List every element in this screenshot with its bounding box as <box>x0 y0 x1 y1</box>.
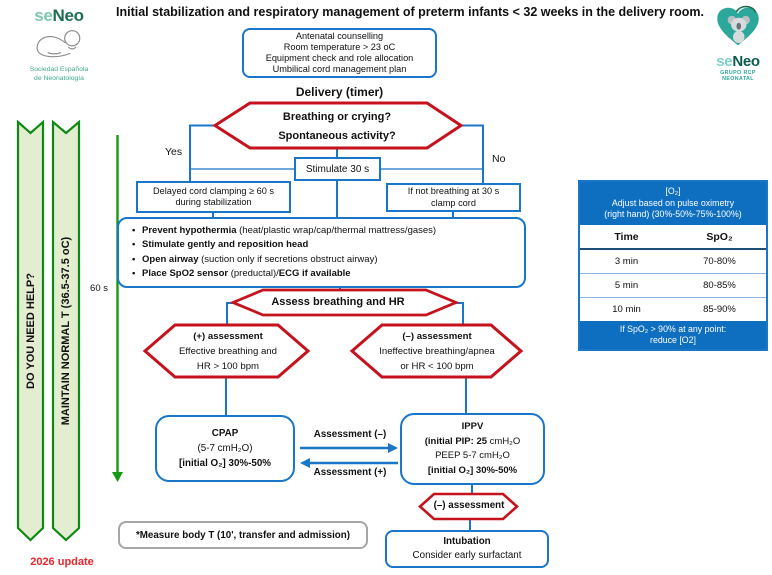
care-bullet: Place SpO2 sensor (preductal)/ECG if ava… <box>129 267 516 282</box>
seneo-rcp-wordmark: seNeo <box>716 53 760 70</box>
yes-branch-label: Yes <box>165 146 183 158</box>
plus-assessment-label: (+) assessment Effective breathing and H… <box>179 331 277 372</box>
timer-60s-label: 60 s <box>90 283 108 294</box>
help-ribbon-label: DO YOU NEED HELP? <box>25 273 37 389</box>
koala-heart-icon <box>717 5 759 46</box>
oxygen-table-column-headers: Time SpO₂ <box>580 225 766 250</box>
care-bullet: Open airway (suction only if secretions … <box>129 253 516 268</box>
assessment-neg-arrowhead-icon <box>388 443 398 453</box>
assessment-negative-arrow-label: Assessment (–) <box>313 429 387 440</box>
seneo-society-logo: seNeo Sociedad Española de Neonatología <box>8 6 110 83</box>
assess-hexagon-label: Assess breathing and HR <box>271 296 405 308</box>
oxygen-titration-table: [O₂] Adjust based on pulse oximetry (rig… <box>578 180 768 351</box>
rcp-group-subtitle: GRUPO RCP NEONATAL <box>720 70 756 82</box>
intubation-box: Intubation Consider early surfactant <box>385 530 549 568</box>
neg-assessment-small-label: (–) assessment <box>433 500 505 511</box>
seneo-rcp-logo: seNeo GRUPO RCP NEONATAL <box>706 4 770 82</box>
measure-temperature-note: *Measure body T (10', transfer and admis… <box>118 521 368 549</box>
delayed-cord-clamping-box: Delayed cord clamping ≥ 60 s during stab… <box>136 181 291 213</box>
breathing-hexagon-label: Breathing or crying? Spontaneous activit… <box>278 111 396 142</box>
update-note: 2026 update <box>30 556 94 568</box>
initial-care-box: Prevent hypothermia (heat/plastic wrap/c… <box>117 217 526 288</box>
oxygen-table-header: [O₂] Adjust based on pulse oximetry (rig… <box>580 182 766 225</box>
society-name: Sociedad Española de Neonatología <box>29 66 89 82</box>
cpap-box: CPAP (5-7 cmH₂O) [initial O₂] 30%-50% <box>155 415 295 482</box>
no-branch-label: No <box>492 153 506 165</box>
oxygen-table-footer: If SpO₂ > 90% at any point: reduce [O2] <box>580 320 766 349</box>
delivery-label: Delivery (timer) <box>295 85 384 99</box>
clamp-cord-box: If not breathing at 30 s clamp cord <box>386 183 521 212</box>
care-bullet: Stimulate gently and reposition head <box>129 238 516 253</box>
care-bullet: Prevent hypothermia (heat/plastic wrap/c… <box>129 224 516 239</box>
spo2-column-header: SpO₂ <box>706 230 733 243</box>
newborn-sketch-icon <box>36 30 81 58</box>
assessment-positive-arrow-label: Assessment (+) <box>313 467 387 478</box>
timer-arrowhead-icon <box>112 472 123 482</box>
preparation-box: Antenatal counselling Room temperature >… <box>242 28 437 78</box>
page-title: Initial stabilization and respiratory ma… <box>115 5 704 19</box>
minus-assessment-label: (–) assessment Ineffective breathing/apn… <box>379 331 495 372</box>
time-column-header: Time <box>614 230 639 243</box>
stimulate-box: Stimulate 30 s <box>294 157 381 181</box>
ippv-box: IPPV (initial PIP: 25 cmH₂O PEEP 5-7 cmH… <box>400 413 545 485</box>
seneo-society-wordmark: seNeo <box>34 6 84 25</box>
temperature-ribbon-label: MAINTAIN NORMAL T (36.5-37.5 oC) <box>60 236 72 426</box>
